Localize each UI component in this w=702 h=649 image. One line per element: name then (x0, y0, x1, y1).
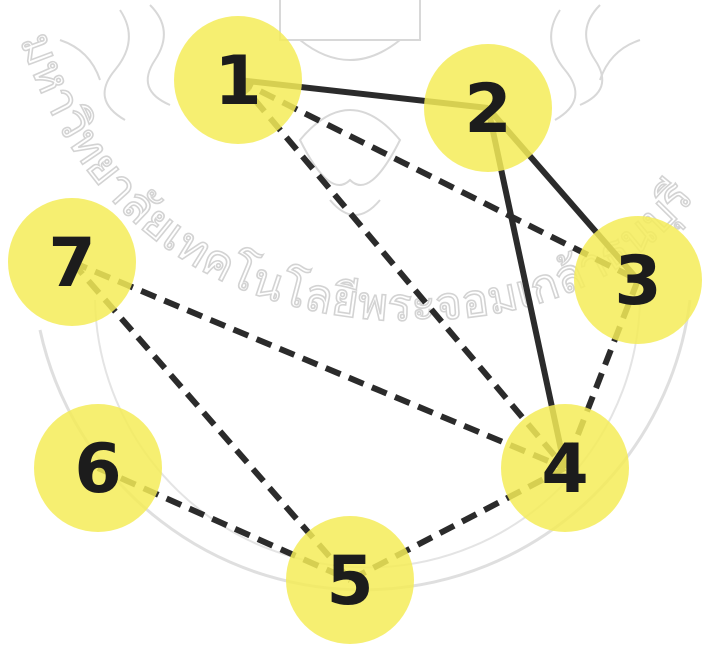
node-1: 1 (174, 16, 302, 144)
node-label-5: 5 (326, 542, 373, 621)
node-label-1: 1 (214, 42, 261, 121)
node-label-7: 7 (48, 224, 95, 303)
node-label-2: 2 (464, 70, 511, 149)
node-7: 7 (8, 198, 136, 326)
node-label-4: 4 (541, 430, 588, 509)
node-label-3: 3 (614, 242, 661, 321)
node-2: 2 (424, 44, 552, 172)
node-label-6: 6 (74, 430, 121, 509)
node-6: 6 (34, 404, 162, 532)
node-4: 4 (501, 404, 629, 532)
node-5: 5 (286, 516, 414, 644)
node-3: 3 (574, 216, 702, 344)
